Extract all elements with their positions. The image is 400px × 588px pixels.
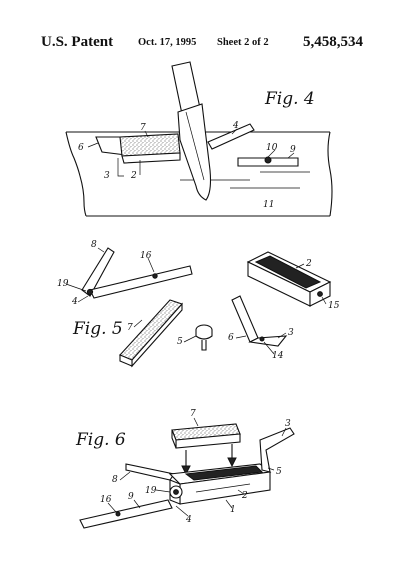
fig5-holder-channel [246, 251, 332, 307]
fig6-ref-16: 16 [100, 495, 112, 505]
fig5-ref-5: 5 [177, 337, 183, 347]
fig5-ref-4: 4 [71, 297, 78, 307]
fig5-ref-3: 3 [288, 328, 294, 338]
fig5-ref-15: 15 [328, 301, 340, 311]
fig6-sharpener-assembly [79, 427, 295, 529]
fig4-ref-4: 4 [232, 121, 239, 131]
fig6-ref-19: 19 [145, 486, 157, 496]
fig6-ref-2: 2 [241, 491, 248, 501]
fig4-ref-3: 3 [104, 171, 110, 181]
fig4-sharpener [95, 123, 299, 177]
fig6-label: Fig. 6 [75, 430, 126, 450]
patent-office-label: U.S. Patent [41, 34, 114, 50]
fig6-ref-5: 5 [276, 467, 282, 477]
fig4-ref-2: 2 [130, 171, 137, 181]
fig5-bracket [231, 295, 288, 347]
fig5-screw [195, 324, 213, 351]
fig4-knife [171, 61, 212, 201]
patent-date: Oct. 17, 1995 [138, 37, 197, 48]
fig5-ref-2: 2 [305, 259, 312, 269]
fig6-ref-8: 8 [112, 475, 118, 485]
fig5-stone [119, 299, 183, 368]
fig5-ref-8: 8 [91, 240, 97, 250]
fig6-stone [171, 423, 241, 476]
figure-5: Fig. 5 8 16 19 4 2 15 7 5 6 3 14 [57, 240, 340, 368]
fig6-ref-1: 1 [230, 505, 236, 515]
fig5-ref-19: 19 [57, 279, 69, 289]
fig6-ref-7: 7 [190, 409, 196, 419]
fig4-ref-7: 7 [140, 123, 146, 133]
fig5-ref-16: 16 [140, 251, 152, 261]
fig5-arm-assembly [81, 247, 193, 299]
fig4-ref-9: 9 [290, 145, 296, 155]
fig6-ref-9: 9 [128, 492, 134, 502]
patent-number: 5,458,534 [303, 34, 363, 50]
fig4-ref-6: 6 [78, 143, 84, 153]
fig6-ref-4: 4 [185, 515, 192, 525]
fig4-ref-10: 10 [266, 143, 278, 153]
fig4-label: Fig. 4 [264, 89, 315, 109]
figure-6: Fig. 6 7 3 5 8 19 2 16 9 4 1 [75, 409, 295, 529]
fig5-label: Fig. 5 [72, 319, 123, 339]
sheet-number: Sheet 2 of 2 [217, 37, 269, 48]
figure-4: Fig. 4 7 4 6 3 2 10 9 11 [65, 61, 333, 217]
patent-header: U.S. Patent Oct. 17, 1995 Sheet 2 of 2 5… [0, 34, 400, 54]
fig5-ref-6: 6 [228, 333, 234, 343]
fig5-ref-7: 7 [127, 323, 133, 333]
fig6-ref-3: 3 [285, 419, 291, 429]
fig5-ref-14: 14 [272, 351, 284, 361]
fig4-ref-11: 11 [263, 200, 274, 210]
